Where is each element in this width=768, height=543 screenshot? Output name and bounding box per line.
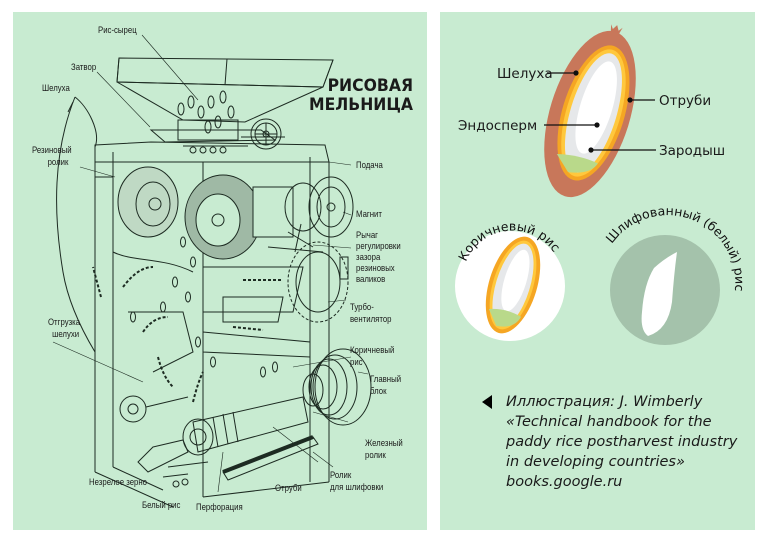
diagram-title: РИСОВАЯ МЕЛЬНИЦА — [309, 77, 413, 115]
scattered-grains — [130, 236, 278, 378]
label-husk-discharge: Отгрузка шелухи — [48, 317, 81, 340]
hopper — [116, 57, 334, 123]
label-white-rice: Белый рис — [142, 500, 181, 511]
rice-mill-panel: РИСОВАЯ МЕЛЬНИЦА Рис-сырец Затвор Шелуха… — [13, 12, 427, 530]
label-immature-grain: Незрелое зерно — [89, 477, 148, 488]
label-rubber-roller: Резиновый ролик — [32, 145, 72, 168]
label-polishing-roller: Ролик для шлифовки — [330, 470, 384, 493]
label-paddy-rice: Рис-сырец — [98, 25, 137, 36]
chutes — [112, 251, 311, 373]
grain-label-germ: Зародыш — [659, 143, 726, 159]
leader-lines — [52, 34, 369, 493]
husk-duct — [56, 96, 97, 353]
label-perforation: Перфорация — [196, 502, 243, 513]
brown-rice-illustration — [455, 231, 565, 341]
rubber-rollers — [117, 166, 354, 260]
grain-label-endosperm: Эндосперм — [458, 118, 538, 134]
label-turbo-fan: Турбо- вентилятор — [350, 302, 392, 325]
label-magnet: Магнит — [356, 209, 382, 220]
label-main-block: Главный блок — [370, 374, 402, 397]
grain-cross-section — [544, 24, 636, 198]
label-gate: Затвор — [71, 62, 97, 73]
pointer-left-icon — [482, 395, 492, 409]
rice-mill-illustration — [52, 34, 372, 508]
title-line-1: РИСОВАЯ — [327, 76, 413, 96]
polishing-roller — [182, 396, 309, 456]
flow-arrows — [92, 266, 283, 403]
label-husk: Шелуха — [42, 83, 70, 94]
grain-label-bran: Отруби — [659, 93, 712, 109]
white-rice-illustration — [610, 235, 720, 345]
label-iron-roller: Железный ролик — [365, 438, 403, 461]
grain-germ — [556, 154, 598, 173]
bran-trough — [222, 435, 319, 481]
grain-anatomy-illustration: Коричневый рис Шлифованный (белый) рис — [455, 24, 747, 345]
grain-endosperm-inner — [575, 61, 617, 154]
title-line-2: МЕЛЬНИЦА — [309, 95, 413, 115]
turbo-fan — [287, 241, 349, 323]
grain-leader-lines — [544, 70, 656, 153]
label-brown-rice: Коричневый рис — [350, 345, 395, 368]
label-lever: Рычаг регулировки зазора резиновых валик… — [356, 230, 401, 285]
label-bran: Отруби — [275, 483, 302, 494]
label-feed: Подача — [356, 160, 383, 171]
outlets — [137, 439, 209, 488]
side-flange — [119, 395, 189, 423]
grain-label-husk: Шелуха — [497, 66, 553, 82]
grain-anatomy-panel: Коричневый рис Шлифованный (белый) рис Ш… — [440, 12, 755, 530]
handwheel — [241, 118, 285, 150]
machine-housing — [94, 141, 330, 508]
falling-grains — [177, 90, 235, 134]
adjust-lever — [267, 223, 324, 253]
illustration-credit: Иллюстрация: J. Wimberly «Technical hand… — [506, 394, 738, 490]
polished-grain — [641, 252, 677, 336]
main-pulley — [302, 348, 372, 426]
